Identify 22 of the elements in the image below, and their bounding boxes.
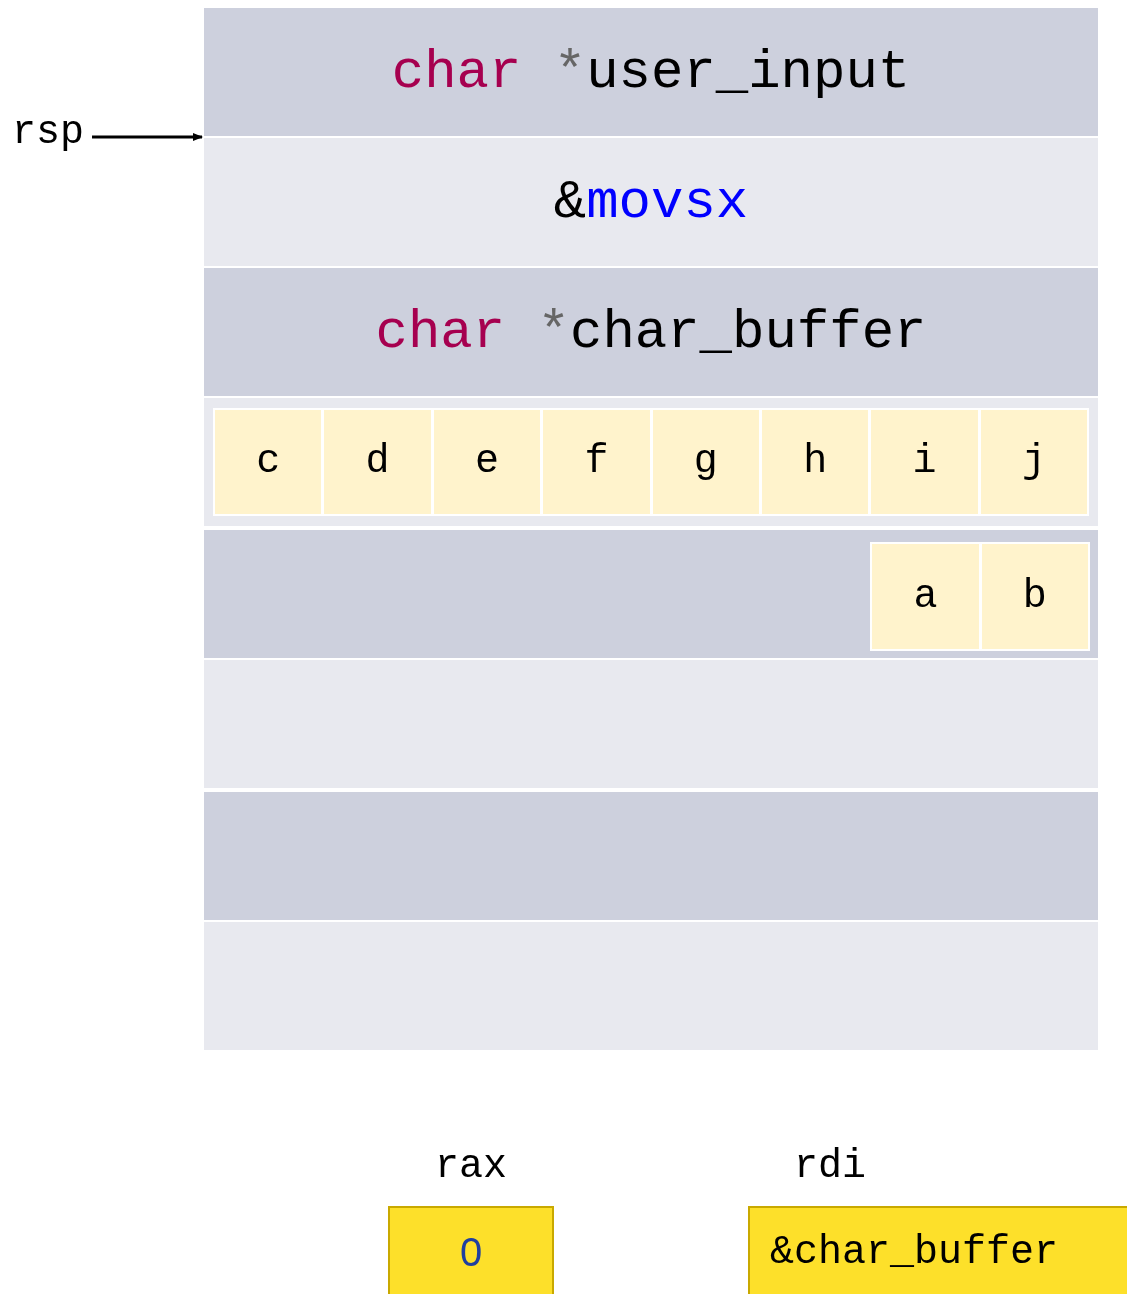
register-box: &char_buffer (748, 1206, 1127, 1294)
byte-cell: a (870, 542, 981, 651)
stack-slot (204, 530, 1098, 658)
byte-cell: c (213, 408, 324, 516)
byte-cell: g (650, 408, 761, 516)
byte-cell: h (760, 408, 871, 516)
byte-cell: e (431, 408, 543, 516)
byte-cell: i (869, 408, 980, 516)
register-name: rax (434, 1144, 508, 1190)
stack-slot (204, 398, 1098, 526)
stack-slot: char *user_input (204, 8, 1098, 136)
byte-cell: j (978, 408, 1090, 516)
register-box: 0 (388, 1206, 554, 1294)
stack-slot: &movsx (204, 138, 1098, 266)
stack-slot: char *char_buffer (204, 268, 1098, 396)
register-name: rdi (793, 1144, 867, 1190)
byte-cell: d (322, 408, 433, 516)
pointer-label: rsp (12, 110, 84, 156)
byte-cell: f (541, 408, 652, 516)
byte-cell: b (979, 542, 1090, 651)
arrow (92, 133, 203, 141)
empty-stack-slot (204, 792, 1098, 920)
